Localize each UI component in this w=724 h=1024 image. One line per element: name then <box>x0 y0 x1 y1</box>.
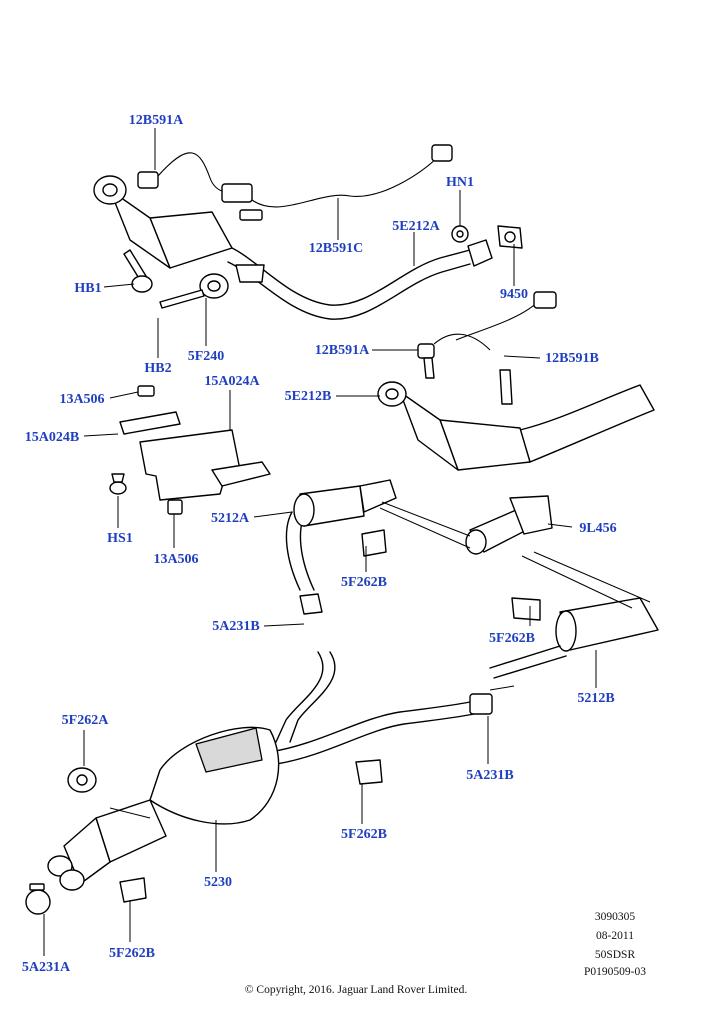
callout-12b591a-top: 12B591A <box>129 113 184 128</box>
callout-12b591b: 12B591B <box>545 351 599 366</box>
oxygen-sensor-a-top <box>137 144 453 221</box>
nut-hn1 <box>451 225 469 243</box>
heat-shield-bracket <box>119 385 271 515</box>
rear-silencer-b <box>489 597 659 679</box>
front-catalytic-converter-a <box>93 175 493 320</box>
reference-code: 50SDSR <box>595 949 636 961</box>
diagram-reference-info: 3090305 08-2011 50SDSR P0190509-03 <box>584 911 646 978</box>
callout-5230: 5230 <box>204 875 232 890</box>
callout-5212a: 5212A <box>211 511 250 526</box>
callout-15a024b: 15A024B <box>25 430 79 445</box>
callout-5f262b-3: 5F262B <box>341 827 387 842</box>
callout-5e212a: 5E212A <box>392 219 440 234</box>
hanger-5f262b-3 <box>119 877 147 903</box>
callout-15a024a: 15A024A <box>204 374 260 389</box>
callout-5a231a: 5A231A <box>22 960 71 975</box>
callout-9450: 9450 <box>500 287 528 302</box>
callout-5212b: 5212B <box>577 691 614 706</box>
callout-13a506-top: 13A506 <box>59 392 104 407</box>
centre-silencer-5230 <box>47 651 493 891</box>
callout-hs1: HS1 <box>107 531 133 546</box>
mounting-isolator-5f240 <box>123 249 229 309</box>
gasket-9450 <box>497 225 523 249</box>
callout-9l456: 9L456 <box>579 521 616 536</box>
callout-hb1: HB1 <box>74 281 101 296</box>
hanger-5f262b-1 <box>361 529 387 557</box>
reference-illustration-id: P0190509-03 <box>584 966 646 978</box>
hanger-5f262a <box>67 767 97 793</box>
callout-5f262a: 5F262A <box>62 713 110 728</box>
callout-5f262b-1: 5F262B <box>341 575 387 590</box>
callout-5f262b-4: 5F262B <box>109 946 155 961</box>
hanger-5f262b-2 <box>355 759 383 785</box>
callout-12b591c: 12B591C <box>309 241 363 256</box>
copyright-notice: © Copyright, 2016. Jaguar Land Rover Lim… <box>245 984 468 996</box>
leader-lines <box>43 128 651 956</box>
reference-date: 08-2011 <box>596 930 634 942</box>
front-catalytic-converter-b <box>377 291 655 471</box>
callout-hb2: HB2 <box>144 361 171 376</box>
tailpipe-9l456 <box>465 495 553 555</box>
clamp-5a231a <box>25 883 51 915</box>
callout-5f262b-2: 5F262B <box>489 631 535 646</box>
callout-5f240: 5F240 <box>188 349 225 364</box>
callout-12b591a-mid: 12B591A <box>315 343 370 358</box>
reference-number: 3090305 <box>595 911 636 923</box>
callout-hn1: HN1 <box>446 175 474 190</box>
callout-labels: 12B591A HN1 12B591C 5E212A HB1 9450 5F24… <box>22 113 617 975</box>
callout-5a231b-left: 5A231B <box>212 619 259 634</box>
intermediate-resonator-a <box>285 479 397 615</box>
callout-5a231b-right: 5A231B <box>466 768 513 783</box>
callout-13a506-bot: 13A506 <box>153 552 198 567</box>
callout-5e212b: 5E212B <box>285 389 332 404</box>
bolt-hs1 <box>109 473 127 495</box>
